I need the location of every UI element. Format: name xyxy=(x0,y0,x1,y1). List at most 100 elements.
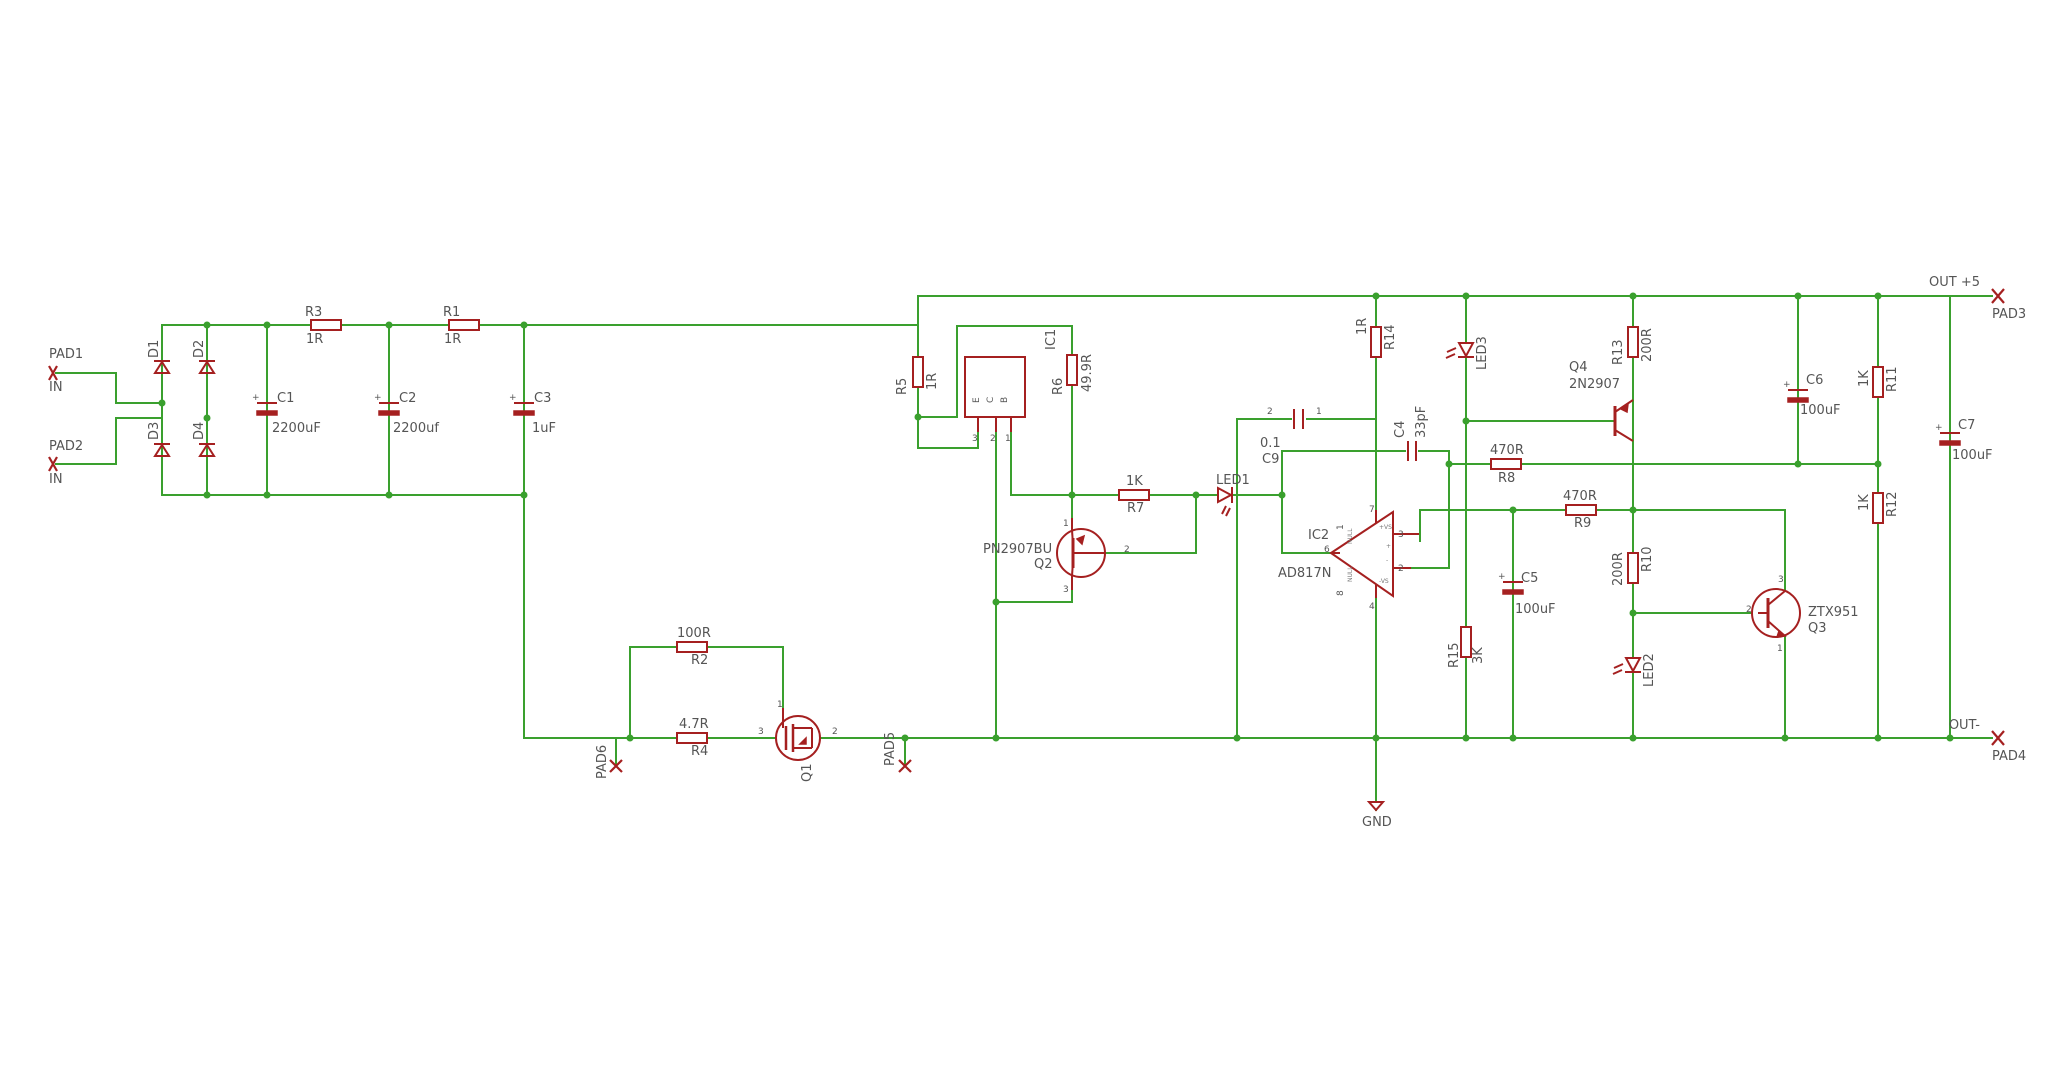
c4-name: C4 xyxy=(1393,421,1408,438)
capacitor-c3 xyxy=(513,402,535,416)
pad4-net: OUT- xyxy=(1949,718,1980,733)
led3-name: LED3 xyxy=(1475,336,1490,370)
resistor-r3 xyxy=(310,319,342,331)
pad-markers xyxy=(48,288,2005,773)
pad1-marker xyxy=(48,365,58,381)
diode-d3 xyxy=(153,443,171,457)
diode-d1 xyxy=(153,360,171,374)
wires xyxy=(55,295,1993,811)
r14-name: R14 xyxy=(1383,324,1398,350)
led-led2 xyxy=(1612,657,1642,675)
c6-value: 100uF xyxy=(1800,403,1841,418)
ic1-pin-e: E xyxy=(972,397,982,403)
r8-name: R8 xyxy=(1498,471,1515,486)
c7-name: C7 xyxy=(1958,418,1975,433)
q3-pin3: 3 xyxy=(1778,575,1784,585)
pad4-name: PAD4 xyxy=(1992,749,2026,764)
opamp-ic2 xyxy=(1329,510,1420,598)
r11-name: R11 xyxy=(1885,366,1900,392)
c5-name: C5 xyxy=(1521,571,1538,586)
q1-pin2: 2 xyxy=(832,727,838,737)
ic2-name: IC2 xyxy=(1308,528,1329,543)
gnd-symbol xyxy=(1366,801,1386,812)
q4-value: 2N2907 xyxy=(1569,377,1620,392)
q2-pin2: 2 xyxy=(1124,545,1130,555)
c9-pin2: 2 xyxy=(1267,407,1273,417)
ic2-pin8: 8 xyxy=(1336,590,1346,596)
resistor-r4 xyxy=(676,732,708,744)
c3-value: 1uF xyxy=(532,421,556,436)
pad1-net: IN xyxy=(49,380,63,395)
r12-name: R12 xyxy=(1885,491,1900,517)
r2-name: R2 xyxy=(691,653,708,668)
q2-value: PN2907BU xyxy=(983,542,1052,557)
r3-value: 1R xyxy=(306,332,323,347)
d4-name: D4 xyxy=(192,422,207,440)
pad5-marker xyxy=(898,759,912,773)
resistor-r11 xyxy=(1872,366,1884,398)
q3-pin1: 1 xyxy=(1777,644,1783,654)
resistor-r8 xyxy=(1490,458,1522,470)
d2-name: D2 xyxy=(192,340,207,358)
transistor-q2 xyxy=(1056,518,1106,590)
capacitor-c6 xyxy=(1787,389,1809,403)
r10-value: 200R xyxy=(1611,552,1626,586)
c2-value: 2200uf xyxy=(393,421,439,436)
pad2-name: PAD2 xyxy=(49,439,83,454)
resistor-r7 xyxy=(1118,489,1150,501)
resistor-r1 xyxy=(448,319,480,331)
r13-value: 200R xyxy=(1640,328,1655,362)
r9-value: 470R xyxy=(1563,489,1597,504)
capacitor-c5 xyxy=(1502,581,1524,595)
gnd-label: GND xyxy=(1362,815,1392,830)
resistors xyxy=(310,319,1884,744)
pad6-marker xyxy=(609,759,623,773)
ic1-pin3-num: 3 xyxy=(972,434,978,444)
d1-name: D1 xyxy=(147,340,162,358)
r5-value: 1R xyxy=(925,373,940,390)
r4-name: R4 xyxy=(691,744,708,759)
q2-name: Q2 xyxy=(1034,557,1053,572)
pad2-net: IN xyxy=(49,472,63,487)
pad2-marker xyxy=(48,456,58,472)
pad3-marker xyxy=(1991,288,2005,304)
resistor-r15 xyxy=(1460,626,1472,658)
ic2-pin6: 6 xyxy=(1324,545,1330,555)
c3-name: C3 xyxy=(534,391,551,406)
c9-value: 0.1 xyxy=(1260,436,1281,451)
pad5-name: PAD5 xyxy=(883,732,898,766)
q3-pin2: 2 xyxy=(1746,605,1752,615)
c1-plus: + xyxy=(252,393,260,403)
r5-name: R5 xyxy=(895,378,910,395)
led2-name: LED2 xyxy=(1642,653,1657,687)
c9-pin1: 1 xyxy=(1316,407,1322,417)
c7-value: 100uF xyxy=(1952,448,1993,463)
ic2-pin1: 1 xyxy=(1336,524,1346,530)
ic2-vsm: -VS xyxy=(1379,578,1389,585)
capacitor-c2 xyxy=(378,402,400,416)
transistor-q4 xyxy=(1613,399,1634,442)
capacitor-c4 xyxy=(1406,441,1418,461)
ic1-body xyxy=(964,356,1026,432)
r9-name: R9 xyxy=(1574,516,1591,531)
r7-value: 1K xyxy=(1126,474,1143,489)
q1-name: Q1 xyxy=(800,763,815,782)
r2-value: 100R xyxy=(677,626,711,641)
ic2-inp: + xyxy=(1386,543,1391,550)
led-led3 xyxy=(1445,342,1475,359)
resistor-r13 xyxy=(1627,326,1639,358)
diode-d4 xyxy=(198,443,216,457)
c2-name: C2 xyxy=(399,391,416,406)
r6-value: 49.9R xyxy=(1080,354,1095,392)
ic1-pin-b: B xyxy=(1000,397,1010,403)
q3-value: ZTX951 xyxy=(1808,605,1859,620)
pad4-marker xyxy=(1991,730,2005,746)
c7-plus: + xyxy=(1935,423,1943,433)
r3-name: R3 xyxy=(305,305,322,320)
r4-value: 4.7R xyxy=(679,717,709,732)
led1-name: LED1 xyxy=(1216,473,1250,488)
c9-name: C9 xyxy=(1262,452,1279,467)
ic1-name: IC1 xyxy=(1044,329,1059,350)
pad3-name: PAD3 xyxy=(1992,307,2026,322)
